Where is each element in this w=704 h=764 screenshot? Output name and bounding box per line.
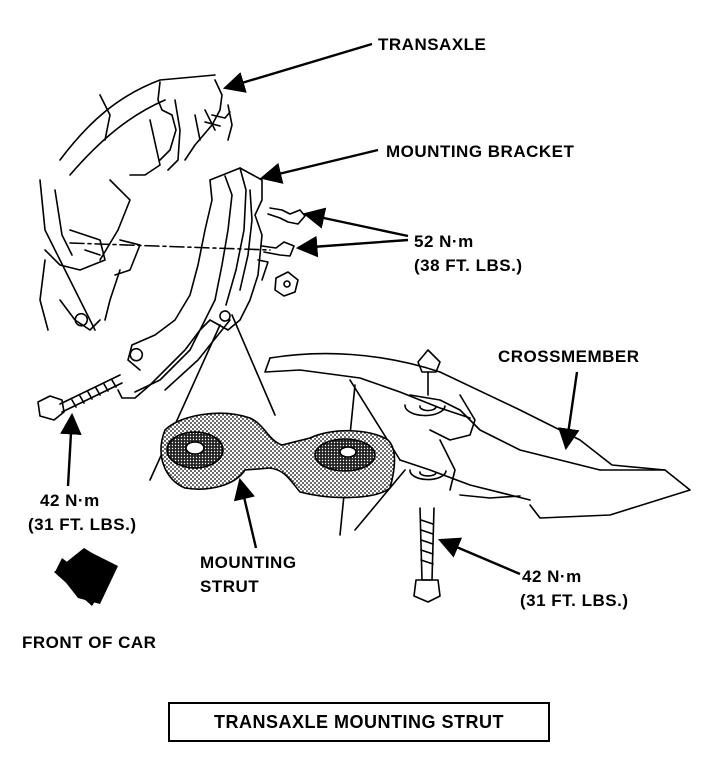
leader-mounting-bracket [259,148,379,184]
crossmember [264,352,691,519]
label-mounting-bracket: MOUNTING BRACKET [386,142,575,161]
bracket-bolt-upper [267,207,306,225]
leader-crossmember [558,371,580,451]
label-left-torque-imperial: (31 FT. LBS.) [28,515,137,534]
label-mounting-strut-2: STRUT [200,577,260,596]
label-mounting-strut-1: MOUNTING [200,553,297,572]
crossmember-bolt [413,507,441,603]
label-bracket-torque-metric: 52 N·m [414,232,474,251]
bracket-bolt-lower [261,241,295,257]
leader-transaxle [222,42,373,93]
strut-guide-line-1 [231,314,276,416]
label-bracket-torque-imperial: (38 FT. LBS.) [414,256,523,275]
mounting-strut [160,412,396,499]
leader-right-bolt [438,537,521,576]
leader-mounting-strut [233,477,258,549]
label-left-torque-metric: 42 N·m [40,491,100,510]
leader-bolt-upper [302,207,409,238]
leader-bolt-lower [295,235,409,258]
leader-left-bolt [60,412,82,487]
transaxle-housing [39,74,233,331]
label-right-torque-metric: 42 N·m [522,567,582,586]
mounting-bracket [117,167,269,399]
label-crossmember: CROSSMEMBER [498,347,640,366]
label-front-of-car: FRONT OF CAR [22,633,157,652]
crossmember-nut [417,349,441,396]
bracket-nut [274,271,299,297]
label-right-torque-imperial: (31 FT. LBS.) [520,591,629,610]
strut-guide-line-5 [354,469,406,531]
figure-caption: TRANSAXLE MOUNTING STRUT [168,702,550,742]
front-direction-arrow-body [54,548,116,606]
center-line [69,242,271,251]
left-long-bolt [37,374,123,421]
label-transaxle: TRANSAXLE [378,35,487,54]
